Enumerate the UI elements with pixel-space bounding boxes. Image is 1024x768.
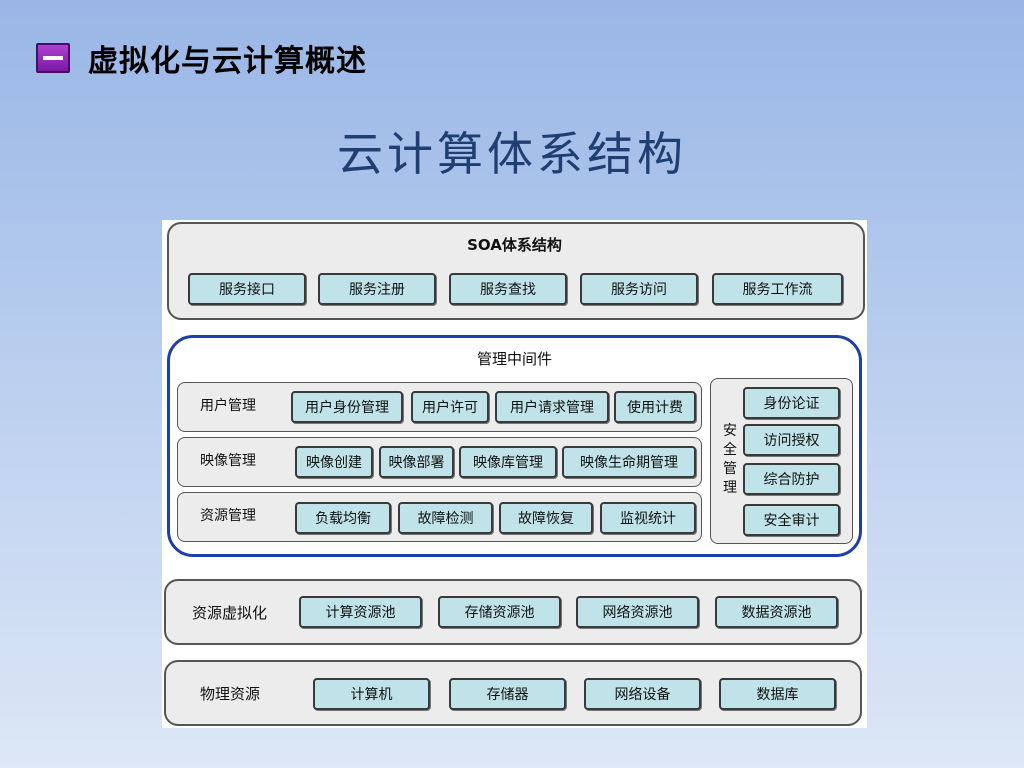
physical-item: 存储器 [449,678,566,710]
row-label: 资源管理 [200,508,256,524]
soa-item: 服务工作流 [712,273,843,305]
security-item: 安全审计 [743,504,840,536]
soa-layer-title: SOA体系结构 [467,236,562,254]
virtualization-item: 计算资源池 [299,596,422,628]
virtualization-item: 存储资源池 [438,596,561,628]
physical-item: 网络设备 [584,678,701,710]
middleware-item: 映像创建 [295,446,373,478]
security-item: 综合防护 [743,463,840,495]
minus-icon [36,43,70,73]
physical-layer-label: 物理资源 [200,685,261,703]
soa-item: 服务访问 [580,273,698,305]
middleware-item: 映像部署 [379,446,454,478]
soa-item: 服务查找 [449,273,567,305]
middleware-item: 用户许可 [411,391,489,423]
security-item: 访问授权 [743,424,840,456]
physical-item: 计算机 [313,678,430,710]
middleware-layer-title: 管理中间件 [476,350,552,368]
row-label: 映像管理 [200,453,256,469]
virtualization-item: 数据资源池 [715,596,838,628]
cloud-architecture-diagram: SOA体系结构 服务接口 服务注册 服务查找 服务访问 服务工作流 管理中间件 … [162,220,867,728]
middleware-item: 故障检测 [398,502,493,534]
section-title: 虚拟化与云计算概述 [88,44,367,79]
soa-item: 服务接口 [188,273,306,305]
middleware-layer [167,335,862,557]
middleware-item: 映像库管理 [459,446,557,478]
middleware-item: 映像生命期管理 [562,446,696,478]
virtualization-item: 网络资源池 [576,596,699,628]
middleware-item: 用户请求管理 [495,391,609,423]
section-header: 虚拟化与云计算概述 [36,36,367,80]
security-item: 身份论证 [743,387,840,419]
virtualization-layer-label: 资源虚拟化 [192,604,268,622]
row-label: 用户管理 [200,398,256,414]
middleware-item: 故障恢复 [499,502,593,534]
middleware-item: 使用计费 [614,391,696,423]
slide-title: 云计算体系结构 [337,127,687,181]
physical-item: 数据库 [719,678,836,710]
middleware-item: 监视统计 [600,502,696,534]
soa-item: 服务注册 [318,273,436,305]
middleware-item: 用户身份管理 [291,391,403,423]
middleware-item: 负载均衡 [295,502,391,534]
security-management-label: 安全管理 [723,423,737,496]
